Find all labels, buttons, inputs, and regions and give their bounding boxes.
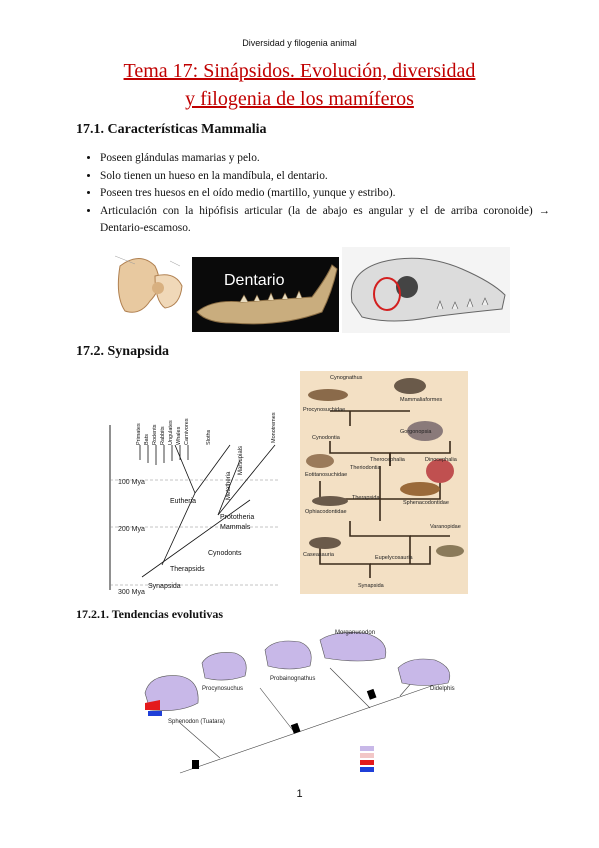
taxon-label: Cynodontia	[312, 435, 341, 441]
taxon-label: Caseasauria	[303, 552, 335, 558]
clade-label: Mammals	[220, 524, 251, 531]
synapsida-cladogram: Cynognathus Mammaliaformes Procynosuchid…	[300, 371, 468, 594]
section-heading-2: 17.2. Synapsida	[76, 344, 169, 359]
taxon-label: Dinocephalia	[425, 457, 458, 463]
characteristics-list: Poseen glándulas mamarias y pelo. Solo t…	[78, 150, 550, 238]
skull-label: Procynosuchus	[202, 686, 243, 692]
page-number: 1	[296, 788, 303, 800]
running-header: Diversidad y filogenia animal	[242, 38, 357, 48]
clade-label: Cynodonts	[208, 550, 242, 557]
jaw-joint-diagram	[110, 246, 190, 328]
bullet-item: Poseen tres huesos en el oído medio (mar…	[100, 185, 550, 203]
bullet-item: Solo tienen un hueso en la mandíbula, el…	[100, 168, 550, 186]
section-heading-1: 17.1. Características Mammalia	[76, 122, 267, 137]
skull-photo	[342, 247, 510, 333]
legend-swatch	[360, 760, 374, 765]
legend-swatch	[360, 753, 374, 758]
page-title-line2: y filogenia de los mamíferos	[185, 88, 414, 110]
time-label-200: 200 Mya	[118, 526, 145, 533]
mammal-phylogeny-tree: 100 Mya 200 Mya 300 Mya Primates Bats Ro…	[100, 405, 295, 598]
clade-label: Prototheria	[220, 514, 254, 521]
taxon-label: Primates	[136, 423, 142, 445]
evolutionary-trends-diagram: Procynosuchus Probainognathus Morganucod…	[140, 628, 472, 778]
dentario-label: Dentario	[224, 272, 285, 289]
taxon-label: Eupelycosauria	[375, 555, 414, 561]
time-label-100: 100 Mya	[118, 479, 145, 486]
skull-label: Sphenodon (Tuatara)	[168, 719, 225, 725]
bullet-item: Articulación con la hipófisis articular …	[100, 203, 550, 238]
taxon-label: Bats	[144, 434, 150, 445]
skull-label: Morganucodon	[335, 630, 375, 636]
taxon-label: Ungulates	[168, 420, 174, 445]
taxon-label: Therocephalia	[370, 457, 406, 463]
taxon-label: Varanopidae	[430, 524, 461, 530]
clade-label: Metatheria	[226, 471, 232, 500]
skull-label: Didelphis	[430, 686, 455, 692]
taxon-label: Gorgonopsia	[400, 429, 432, 435]
taxon-label: Sphenacodontidae	[403, 500, 449, 506]
bullet-item: Poseen glándulas mamarias y pelo.	[100, 150, 550, 168]
taxon-label: Eotitanosuchidae	[305, 472, 347, 478]
taxon-label: Sloths	[206, 429, 212, 445]
taxon-label: Ophiacodontidae	[305, 509, 347, 515]
time-label-300: 300 Mya	[118, 589, 145, 596]
clade-label: Marsupials	[238, 446, 244, 475]
taxon-label: Theriodontia	[350, 465, 382, 471]
dentario-photo: Dentario	[192, 257, 339, 332]
clade-label: Synapsida	[148, 583, 181, 590]
taxon-label: Rabbits	[160, 426, 166, 445]
taxon-label: Monotremes	[271, 412, 277, 443]
taxon-label: Therapsida	[352, 495, 380, 501]
taxon-label: Synapsida	[358, 583, 385, 589]
legend-swatch	[360, 767, 374, 772]
legend-swatch	[360, 746, 374, 751]
section-heading-3: 17.2.1. Tendencias evolutivas	[76, 607, 224, 621]
taxon-label: Mammaliaformes	[400, 397, 442, 403]
taxon-label: Whales	[176, 426, 182, 445]
taxon-label: Procynosuchidae	[303, 407, 345, 413]
clade-label: Therapsids	[170, 566, 205, 573]
legend	[360, 746, 374, 772]
taxon-label: Carnivores	[184, 418, 190, 445]
taxon-label: Cynognathus	[330, 375, 363, 381]
skull-label: Probainognathus	[270, 676, 315, 682]
taxon-label: Rodents	[152, 424, 158, 445]
clade-label: Eutheria	[170, 498, 196, 505]
page-title-line1: Tema 17: Sinápsidos. Evolución, diversid…	[123, 60, 476, 82]
